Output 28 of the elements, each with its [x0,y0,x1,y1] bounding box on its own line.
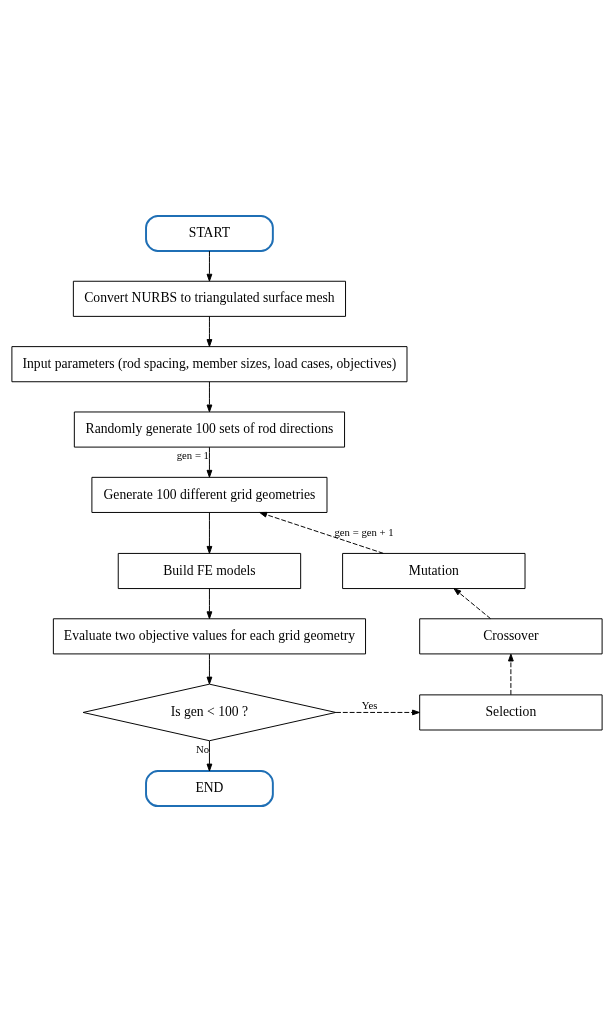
arrow [508,653,514,696]
arrow [206,250,213,282]
arrow [206,653,213,685]
arrow [206,588,213,620]
arrow [206,512,213,554]
arrow [453,588,491,620]
node-box: Input parameters (rod spacing, member sizes, load cases, objectives) [11,346,408,383]
arrow [335,709,420,716]
arrow [206,446,213,478]
node-box: Selection [419,694,603,731]
arrow [259,511,384,554]
arrow [206,740,213,772]
node-box: Crossover [419,618,603,655]
node-box: Convert NURBS to triangulated surface mesh [72,280,346,317]
edge-label: No [196,743,210,756]
node-box: Randomly generate 100 sets of rod directions [73,411,346,448]
edge-label: Yes [361,699,378,712]
edge-label: gen = gen + 1 [334,525,394,538]
node-box: START [145,214,274,252]
node-box: Generate 100 different grid geometries [91,476,328,513]
node-box: Evaluate two objective values for each grid geometry [52,618,366,655]
arrow [206,315,213,347]
node-box: Mutation [342,552,526,590]
edge-label: gen = 1 [176,448,209,461]
node-diamond: Is gen < 100 ? [82,683,337,742]
arrow [206,381,213,413]
node-box: Build FE models [117,552,302,590]
node-box: END [145,770,274,808]
